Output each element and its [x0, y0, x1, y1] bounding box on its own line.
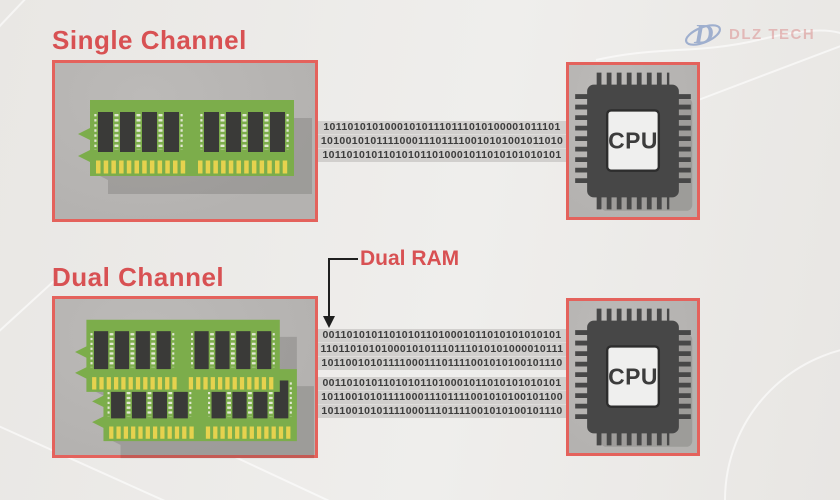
single-channel-title: Single Channel [52, 25, 247, 55]
dual-cpu-chip-icon: CPU [575, 308, 693, 447]
cpu-die [605, 109, 661, 172]
ram-stick-upper [75, 320, 280, 392]
brand-letter: D [693, 19, 714, 49]
decor-line [0, 280, 55, 332]
brand-name: DLZ TECH [729, 25, 816, 43]
binary-row: 001101010110101011010001011010101010101 [318, 377, 566, 390]
binary-row: 001101010110101011010001011010101010101 [318, 329, 566, 342]
binary-row: 1011001010111100011101111001010100101110 [318, 357, 566, 370]
decor-line [0, 0, 26, 28]
dual-binary-stream-1: 001101010110101011010001011010101010101 … [318, 329, 566, 370]
brand-mark-icon: D [684, 19, 722, 49]
ram-stick [78, 100, 294, 176]
dual-channel-title: Dual Channel [52, 262, 225, 292]
brand-watermark: D DLZ TECH [682, 14, 815, 54]
binary-row: 1011001010111100011101111001010100101110 [318, 405, 566, 418]
binary-row: 101101010110101011010001011010101010101 [318, 149, 566, 162]
binary-row: 1010010101111000111011110010101001011010 [318, 135, 566, 148]
dual-ram-sticks-icon [56, 316, 314, 459]
dual-ram-annotation: Dual RAM [360, 247, 460, 270]
binary-row: 101101010100010101110111010100001011101 [318, 121, 566, 134]
binary-row: 1011001010111100011101111001010100101100 [318, 391, 566, 404]
binary-row: 1101101010100010101110111010101000010111 [318, 343, 566, 356]
cpu-label: CPU [608, 364, 658, 390]
cpu-label: CPU [608, 128, 658, 154]
dual-ram-arrow-icon [323, 258, 358, 328]
single-cpu-chip-icon: CPU [575, 72, 693, 211]
dual-binary-stream-2: 001101010110101011010001011010101010101 … [318, 377, 566, 418]
single-ram-stick-icon [58, 96, 312, 194]
single-binary-stream: 101101010100010101110111010100001011101 … [318, 121, 566, 162]
decor-circle-arc [724, 349, 840, 500]
cpu-die [605, 345, 661, 408]
